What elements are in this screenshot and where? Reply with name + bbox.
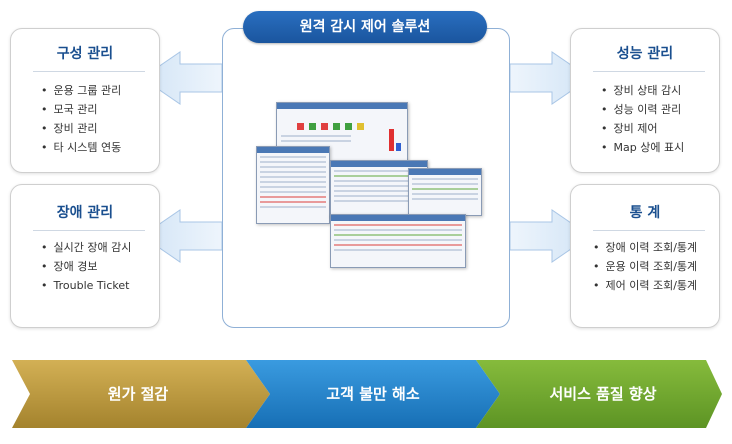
- arrow-left-bottom: [141, 209, 223, 263]
- benefit-band-cost: [12, 360, 270, 428]
- performance-management-list: 장비 상태 감시 성능 이력 관리 장비 제어 Map 상에 표시: [601, 81, 685, 157]
- screenshot-list-left: [256, 146, 330, 224]
- config-management-title: 구성 관리: [56, 46, 114, 62]
- benefit-text: 고객 불만 해소: [326, 385, 420, 403]
- performance-management-panel: 성능 관리 장비 상태 감시 성능 이력 관리 장비 제어 Map 상에 표시: [570, 28, 720, 173]
- benefit-label-quality: 서비스 품질 향상: [500, 360, 706, 428]
- screenshot-table-bottom: [330, 214, 466, 268]
- config-management-list: 운용 그룹 관리 모국 관리 장비 관리 타 시스템 연동: [41, 81, 122, 157]
- screenshot-detail-right: [408, 168, 482, 216]
- divider: [33, 71, 145, 72]
- list-item: 장애 경보: [41, 257, 131, 276]
- list-item: 장애 이력 조회/통계: [593, 238, 698, 257]
- arrow-left-top: [141, 51, 223, 105]
- benefit-label-cost: 원가 절감: [30, 360, 246, 428]
- list-item: Trouble Ticket: [41, 276, 131, 295]
- fault-management-title: 장애 관리: [56, 205, 114, 221]
- list-item: 성능 이력 관리: [601, 100, 684, 119]
- list-item: 운용 이력 조회/통계: [593, 257, 698, 276]
- solution-title: 원격 감시 제어 솔루션: [243, 11, 487, 43]
- benefit-label-customer: 고객 불만 해소: [270, 360, 476, 428]
- fault-management-list: 실시간 장애 감시 장애 경보 Trouble Ticket: [41, 238, 132, 295]
- list-item: Map 상에 표시: [601, 138, 685, 157]
- screenshot-dashboard: [276, 102, 408, 162]
- list-item: 장비 상태 감시: [601, 81, 684, 100]
- benefit-bands: [12, 360, 722, 428]
- statistics-panel: 통 계 장애 이력 조회/통계 운용 이력 조회/통계 제어 이력 조회/통계: [570, 184, 720, 328]
- statistics-list: 장애 이력 조회/통계 운용 이력 조회/통계 제어 이력 조회/통계: [593, 238, 698, 295]
- list-item: 운용 그룹 관리: [41, 81, 122, 100]
- performance-management-title: 성능 관리: [616, 46, 674, 62]
- benefit-band-customer: [246, 360, 500, 428]
- benefit-band-quality: [476, 360, 722, 428]
- divider: [593, 71, 705, 72]
- list-item: 모국 관리: [41, 100, 121, 119]
- benefit-text: 원가 절감: [107, 385, 169, 403]
- divider: [33, 230, 145, 231]
- list-item: 장비 관리: [41, 119, 121, 138]
- list-item: 장비 제어: [601, 119, 684, 138]
- config-management-panel: 구성 관리 운용 그룹 관리 모국 관리 장비 관리 타 시스템 연동: [10, 28, 160, 173]
- list-item: 제어 이력 조회/통계: [593, 276, 698, 295]
- statistics-title: 통 계: [629, 205, 661, 221]
- list-item: 타 시스템 연동: [41, 138, 122, 157]
- list-item: 실시간 장애 감시: [41, 238, 132, 257]
- fault-management-panel: 장애 관리 실시간 장애 감시 장애 경보 Trouble Ticket: [10, 184, 160, 328]
- benefit-text: 서비스 품질 향상: [549, 385, 657, 403]
- divider: [593, 230, 705, 231]
